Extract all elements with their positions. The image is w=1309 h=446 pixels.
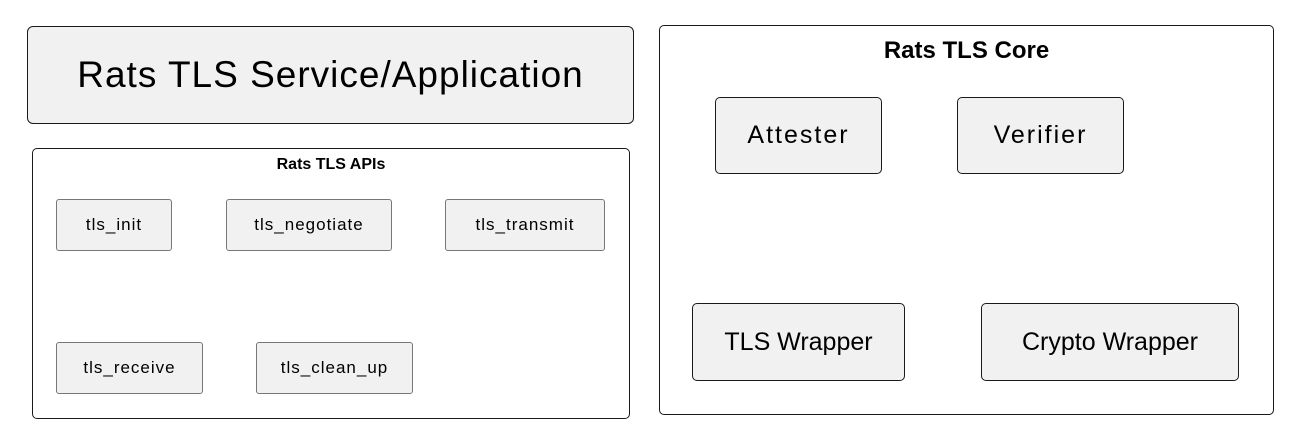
core-tls-wrapper-label: TLS Wrapper (724, 327, 873, 356)
api-tls-receive: tls_receive (56, 342, 203, 394)
core-attester: Attester (715, 97, 882, 174)
apis-package-title: Rats TLS APIs (276, 156, 386, 173)
core-verifier: Verifier (957, 97, 1124, 174)
api-tls-transmit-label: tls_transmit (475, 215, 575, 234)
service-application-label: Rats TLS Service/Application (77, 54, 584, 95)
core-verifier-label: Verifier (993, 121, 1088, 149)
core-tls-wrapper: TLS Wrapper (692, 303, 905, 381)
api-tls-clean-up: tls_clean_up (256, 342, 413, 394)
api-tls-negotiate-label: tls_negotiate (254, 215, 364, 234)
core-attester-label: Attester (747, 121, 850, 149)
api-tls-clean-up-label: tls_clean_up (280, 358, 389, 377)
api-tls-init: tls_init (56, 199, 172, 251)
api-tls-negotiate: tls_negotiate (226, 199, 392, 251)
core-crypto-wrapper: Crypto Wrapper (981, 303, 1239, 381)
api-tls-init-label: tls_init (85, 215, 143, 234)
core-package-title: Rats TLS Core (883, 37, 1050, 64)
core-crypto-wrapper-label: Crypto Wrapper (1022, 327, 1198, 356)
service-application-box: Rats TLS Service/Application (27, 26, 634, 124)
api-tls-transmit: tls_transmit (445, 199, 605, 251)
api-tls-receive-label: tls_receive (83, 358, 176, 377)
